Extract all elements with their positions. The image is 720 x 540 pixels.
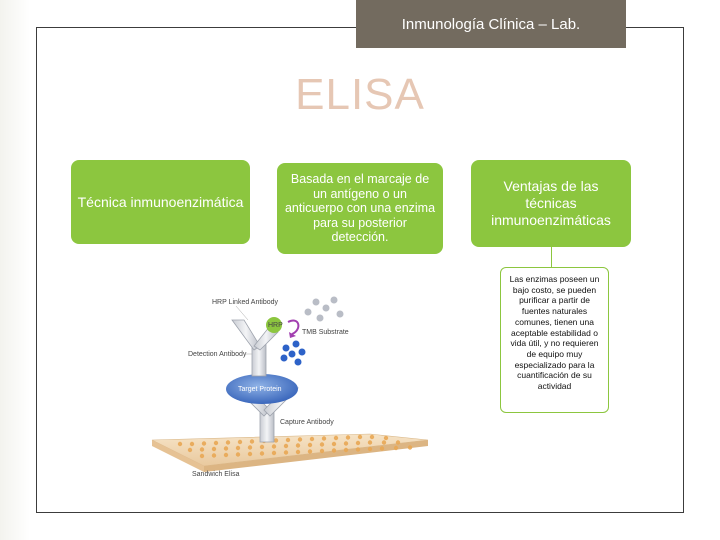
target-protein bbox=[226, 374, 298, 404]
definition-text: Basada en el marcaje de un antígeno o un… bbox=[284, 172, 436, 245]
advantages-text: Ventajas de las técnicas inmunoenzimátic… bbox=[491, 178, 611, 228]
header-title: Inmunología Clínica – Lab. bbox=[356, 0, 626, 48]
blue-product-molecules bbox=[280, 340, 306, 366]
technique-box: Técnica inmunoenzimática bbox=[71, 160, 250, 244]
advantages-detail-text: Las enzimas poseen un bajo costo, se pue… bbox=[509, 274, 600, 392]
tmb-label: TMB Substrate bbox=[302, 329, 349, 336]
detection-antibody-label: Detection Antibody bbox=[188, 351, 247, 358]
hrp-antibody-label: HRP Linked Antibody bbox=[212, 299, 279, 306]
reaction-arrow bbox=[287, 319, 300, 335]
left-decorative-bar bbox=[0, 0, 30, 540]
tmb-substrate-molecules bbox=[304, 296, 344, 322]
target-protein-label: Target Protein bbox=[238, 386, 282, 393]
microplate bbox=[151, 433, 429, 472]
sandwich-elisa-label: Sandwich Elisa bbox=[192, 471, 240, 478]
connector-line bbox=[551, 247, 552, 267]
advantages-box: Ventajas de las técnicas inmunoenzimátic… bbox=[471, 160, 631, 247]
hrp-enzyme bbox=[266, 317, 282, 333]
technique-text: Técnica inmunoenzimática bbox=[77, 193, 244, 210]
capture-antibody-label: Capture Antibody bbox=[280, 419, 334, 426]
sandwich-elisa-illustration: Target Protein HRP TMB Substrate HRP Lin… bbox=[151, 296, 429, 478]
advantages-detail-box: Las enzimas poseen un bajo costo, se pue… bbox=[500, 267, 609, 413]
definition-box: Basada en el marcaje de un antígeno o un… bbox=[277, 163, 443, 254]
slide-title: ELISA bbox=[295, 70, 425, 119]
hrp-label: HRP bbox=[268, 322, 283, 329]
